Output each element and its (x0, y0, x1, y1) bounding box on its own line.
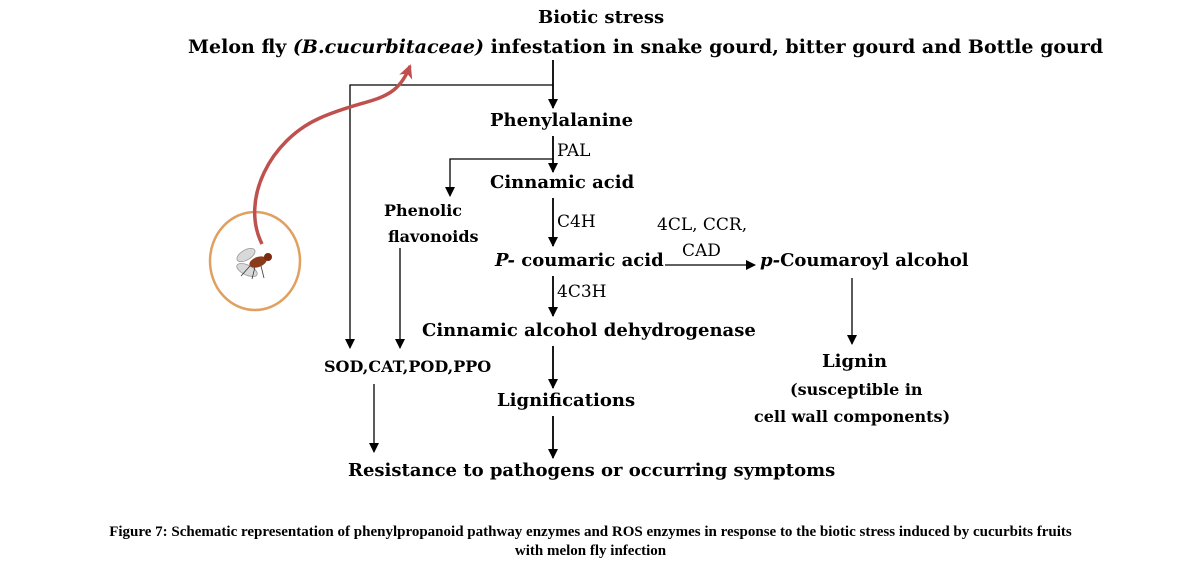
phenolic-label-line1: Phenolic (384, 201, 463, 220)
p-coumaric-acid-node: P- coumaric acid (495, 252, 664, 270)
lignin-node: Lignin (822, 351, 888, 372)
p-coumaroyl-prefix: p- (760, 250, 781, 271)
arrow-infestation-to-sod (345, 84, 553, 349)
cinnamic-acid-node: Cinnamic acid (490, 172, 635, 193)
p-coumaroyl-alcohol-node: p-Coumaroyl alcohol (760, 252, 969, 270)
infestation-post: infestation in snake gourd, bitter gourd… (484, 36, 1104, 58)
infestation-label: Melon fly (B.cucurbitaceae) infestation … (188, 38, 1103, 57)
p-coumaroyl-rest: Coumaroyl alcohol (780, 250, 969, 271)
lignin-note-line1: (susceptible in (790, 380, 923, 399)
4cl-ccr-enzyme-label: 4CL, CCR, (657, 215, 748, 235)
resistance-node: Resistance to pathogens or occurring sym… (348, 460, 836, 481)
p-coumaric-prefix: P- (495, 250, 516, 271)
phenolic-label-line2: flavonoids (388, 227, 479, 246)
lignin-note-line2: cell wall components) (754, 407, 951, 426)
figure-caption-line1: Figure 7: Schematic representation of ph… (109, 524, 1072, 540)
infestation-species: (B.cucurbitaceae) (292, 36, 484, 58)
sod-cat-pod-ppo-node: SOD,CAT,POD,PPO (324, 357, 492, 376)
4c3h-enzyme-label: 4C3H (557, 282, 607, 302)
arrow-pal-to-phenolic (445, 158, 553, 197)
cad-enzyme-label: CAD (682, 241, 721, 261)
figure-caption-line2: with melon fly infection (514, 543, 667, 559)
c4h-enzyme-label: C4H (557, 212, 596, 232)
curved-arrow-fly-to-infestation (252, 64, 413, 245)
biotic-stress-label: Biotic stress (538, 7, 665, 28)
p-coumaric-rest: coumaric acid (515, 250, 664, 271)
phenylalanine-node: Phenylalanine (490, 110, 634, 131)
melon-fly-icon (236, 247, 272, 280)
infestation-pre: Melon fly (188, 36, 293, 58)
lignifications-node: Lignifications (497, 390, 636, 411)
cinnamic-alcohol-dehydrogenase-node: Cinnamic alcohol dehydrogenase (422, 320, 756, 341)
pal-enzyme-label: PAL (557, 141, 591, 161)
